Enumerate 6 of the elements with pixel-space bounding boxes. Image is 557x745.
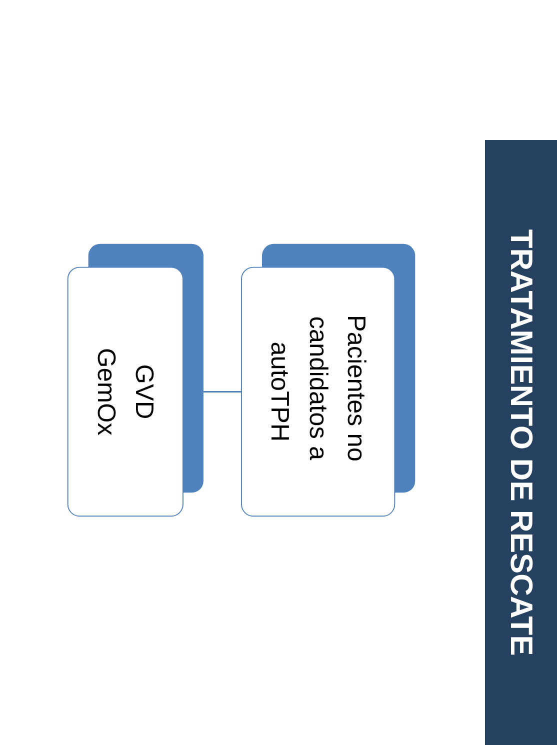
process-box [67,244,204,517]
node-text: GVD GemOx [91,348,161,436]
connector-line [204,390,242,392]
node-text: Pacientes no candidatos a autoTPH [264,314,372,464]
process-box [241,244,416,517]
title-banner: TRATAMIENTO DE RESCATE [485,140,557,745]
